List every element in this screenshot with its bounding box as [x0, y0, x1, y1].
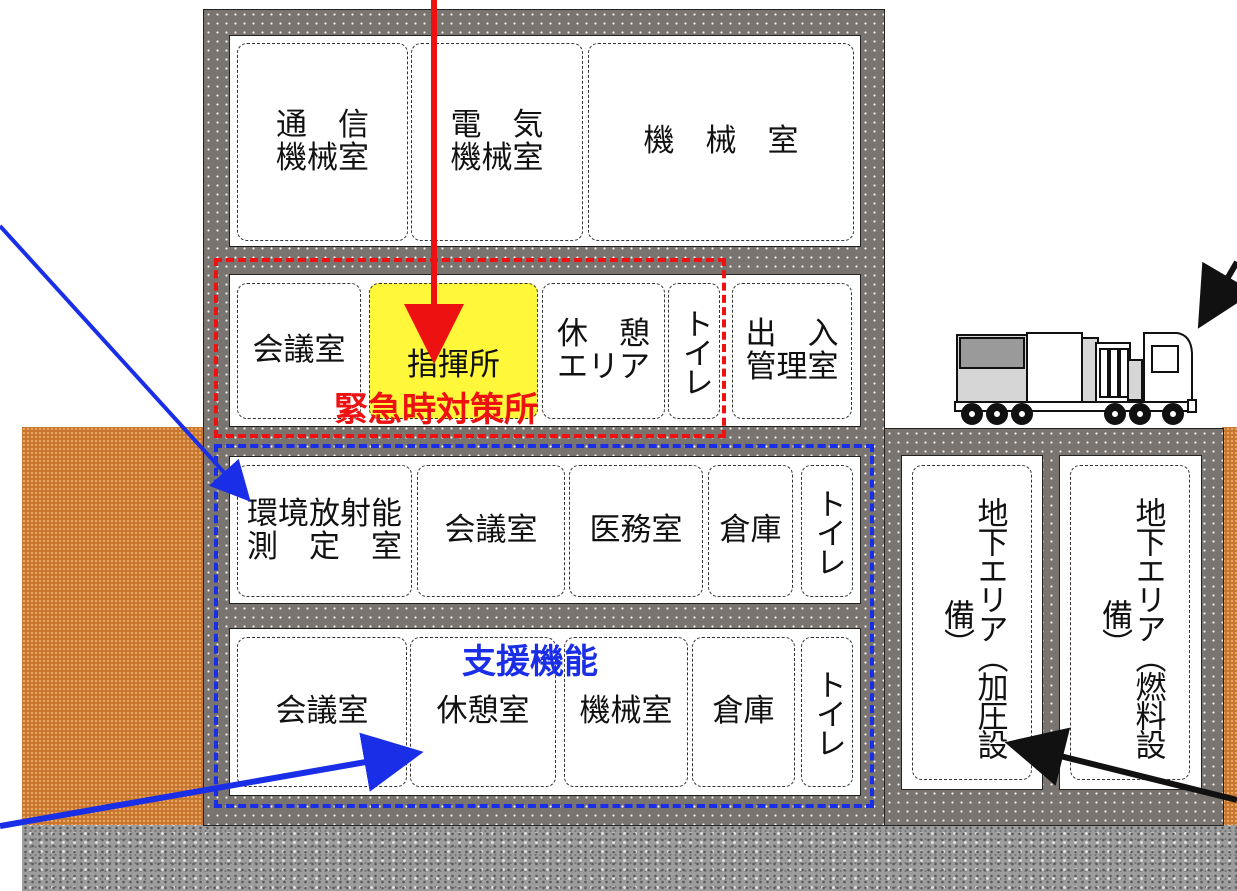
room-support-meeting-1: 会議室: [417, 465, 565, 597]
room-machinery: 機 械 室: [588, 43, 854, 241]
room-access-control: 出 入管理室: [732, 283, 852, 419]
room-radiation-measurement: 環境放射能測 定 室: [237, 465, 412, 597]
room-medical: 医務室: [569, 465, 703, 597]
room-support-machinery: 機械室: [564, 637, 688, 787]
soil-right: [1222, 427, 1237, 827]
support-zone-boundary: [214, 444, 874, 808]
support-function-label: 支援機能: [462, 642, 598, 682]
room-toilet-1: トイレ: [801, 465, 853, 597]
radiation-room-arrow: [0, 224, 251, 502]
room-storage-2: 倉庫: [692, 637, 795, 787]
pressurization-arrow: [1004, 727, 1237, 803]
room-communication-machinery: 通 信機械室: [237, 43, 408, 241]
rest-room-arrow: [0, 732, 424, 829]
room-storage-1: 倉庫: [708, 465, 793, 597]
bedrock-ground: [22, 825, 1237, 891]
room-emergency-toilet: トイレ: [668, 283, 720, 419]
room-rest-area: 休 憩エリア: [542, 283, 665, 419]
room-electrical-machinery: 電 気機械室: [411, 43, 583, 241]
emergency-response-label: 緊急時対策所: [334, 390, 538, 430]
room-emergency-meeting: 会議室: [237, 283, 361, 419]
underground-fuel-area: 地下エリア（燃料設備）: [1070, 465, 1190, 780]
soil-left: [22, 427, 205, 827]
truck-arrow: [1197, 260, 1237, 329]
underground-pressurization-area: 地下エリア（加圧設備）: [912, 465, 1032, 780]
room-rest: 休憩室: [410, 637, 556, 787]
emergency-zone-boundary: [214, 258, 726, 438]
supply-truck: [954, 332, 1197, 425]
room-toilet-2: トイレ: [801, 637, 853, 787]
